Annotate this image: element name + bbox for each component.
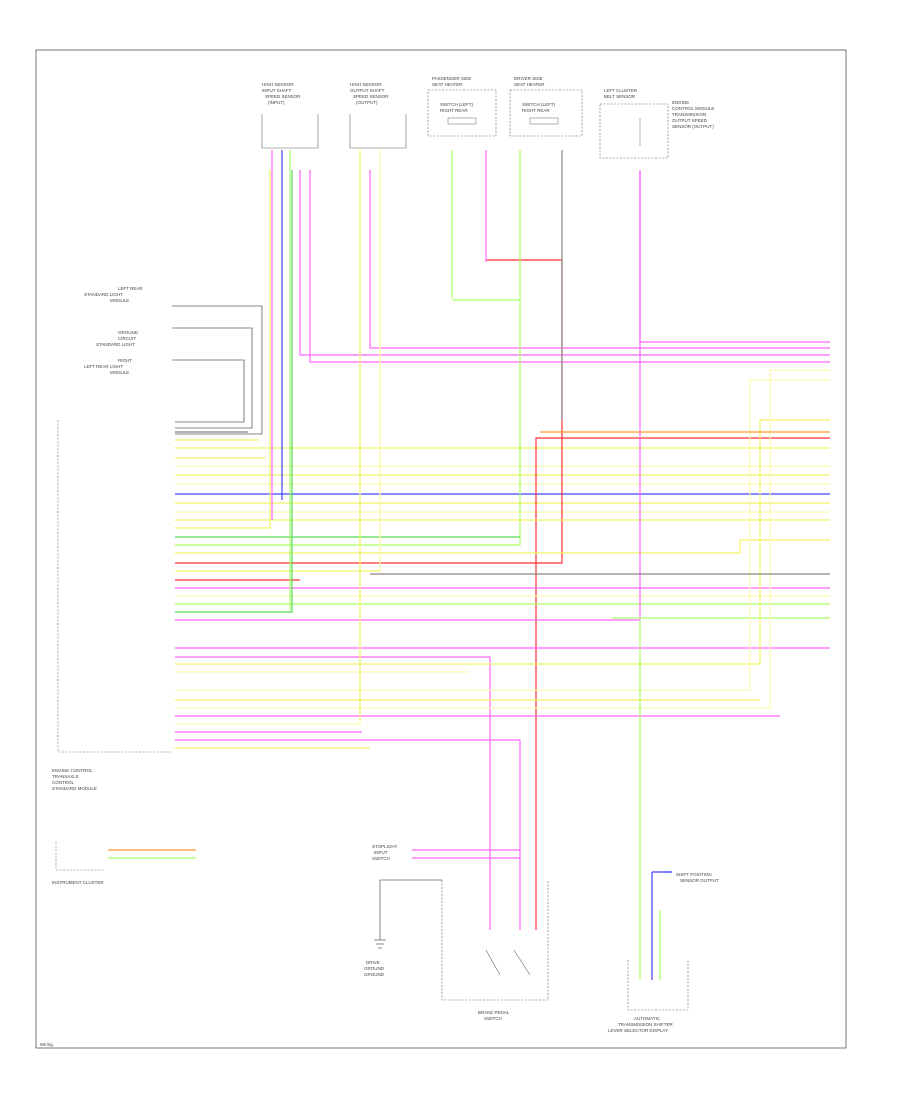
driver-seat-label-4: RIGHT REAR <box>522 108 550 113</box>
left-label-1c: MODULE <box>110 298 129 303</box>
input-sensor-label-4: (INPUT) <box>268 100 285 105</box>
pass-seat-label-3: SWITCH (LEFT) <box>440 102 473 107</box>
output-sensor-label-3: SPEED SENSOR <box>353 94 389 99</box>
top-component-input-sensor: HIGH SENSOR INPUT SHAFT SPEED SENSOR (IN… <box>261 82 319 149</box>
stoplight-label-2: INPUT <box>374 850 388 855</box>
ground-label-1: DRIVE <box>366 960 380 965</box>
brake-label-2: SWITCH <box>484 1016 502 1021</box>
pass-seat-label-2: SEAT HEATER <box>432 82 463 87</box>
left-label-1a: LEFT REAR <box>118 286 143 291</box>
stoplight-connector: STOPLIGHT INPUT SWITCH <box>372 844 520 861</box>
shifter-label-1: AUTOMATIC <box>634 1016 661 1021</box>
transmission-shifter: SHIFT POSITION SENSOR OUTPUT AUTOMATIC T… <box>608 620 719 1033</box>
left-label-1b: STANDARD LIGHT <box>84 292 123 297</box>
top-component-left-belt-sensor: LEFT CLUSTER BELT SENSOR ENGINE CONTROL … <box>599 88 714 159</box>
left-gray-wires <box>172 305 263 435</box>
left-label-3c: MODULE <box>110 370 129 375</box>
shifter-box <box>627 960 689 1011</box>
belt-sensor-box <box>599 103 669 159</box>
input-sensor-label-3: SPEED SENSOR <box>265 94 301 99</box>
instrument-cluster: INSTRUMENT CLUSTER <box>52 842 196 885</box>
shift-sensor-label-1: SHIFT POSITION <box>676 872 712 877</box>
left-label-3a: RIGHT <box>118 358 132 363</box>
top-component-output-sensor: HIGH SENSOR OUTPUT SHAFT SPEED SENSOR (O… <box>349 82 407 149</box>
sensor-vertical-wires <box>271 150 563 720</box>
input-sensor-label-2: INPUT SHAFT <box>262 88 292 93</box>
side-note-line-1: ENGINE <box>672 100 689 105</box>
left-label-2c: STANDARD LIGHT <box>96 342 135 347</box>
shifter-label-2: TRANSMISSION SHIFTER <box>618 1022 674 1027</box>
left-label-2a: GROUND <box>118 330 139 335</box>
ground-label-3: GROUND <box>364 972 385 977</box>
left-label-2b: CIRCUIT <box>118 336 136 341</box>
ground-label-2: GROUND <box>364 966 385 971</box>
ecm-label: ENGINE CONTROL TRANSAXLE CONTROL STANDAR… <box>52 768 97 791</box>
left-label-group: LEFT REAR STANDARD LIGHT MODULE GROUND C… <box>84 286 143 375</box>
pass-seat-label-1: PASSENGER SIDE <box>432 76 471 81</box>
top-component-passenger-seat-switch: PASSENGER SIDE SEAT HEATER SWITCH (LEFT)… <box>427 76 497 137</box>
side-note-line-5: SENSOR (OUTPUT) <box>672 124 714 129</box>
ecm-pin-rows <box>62 426 172 750</box>
ecm-label-2: TRANSAXLE <box>52 774 79 779</box>
pass-seat-label-4: RIGHT REAR <box>440 108 468 113</box>
side-note-line-2: CONTROL MODULE <box>672 106 714 111</box>
belt-sensor-label-2: BELT SENSOR <box>604 94 636 99</box>
shift-sensor-label-2: SENSOR OUTPUT <box>680 878 719 883</box>
brake-switch-contacts <box>485 949 531 976</box>
instrument-boundary <box>55 842 104 871</box>
output-sensor-bracket <box>349 114 407 149</box>
pass-seat-inner <box>447 117 477 125</box>
pass-seat-box <box>427 89 497 137</box>
driver-seat-inner <box>529 117 559 125</box>
left-label-3b: LEFT REAR LIGHT <box>84 364 123 369</box>
diagram-frame <box>35 49 847 1049</box>
side-note-line-3: TRANSMISSION <box>672 112 706 117</box>
top-component-driver-seat-switch: DRIVER SIDE SEAT HEATER SWITCH (LEFT) RI… <box>509 76 583 137</box>
input-sensor-label-1: HIGH SENSOR <box>262 82 294 87</box>
side-note-line-4: OUTPUT SPEED <box>672 118 708 123</box>
brake-box <box>441 880 549 1001</box>
stoplight-label-1: STOPLIGHT <box>372 844 398 849</box>
driver-seat-label-1: DRIVER SIDE <box>514 76 543 81</box>
ground-wire <box>379 879 442 940</box>
ecm-boundary <box>57 420 172 753</box>
ground-symbol-group: DRIVE GROUND GROUND <box>364 879 442 977</box>
output-sensor-label-1: HIGH SENSOR <box>350 82 382 87</box>
brake-label-1: BRAKE PEDAL <box>478 1010 510 1015</box>
brake-pedal-switch: BRAKE PEDAL SWITCH <box>441 740 549 1021</box>
shifter-label-3: LEVER SELECTOR DISPLAY <box>608 1028 668 1033</box>
stoplight-label-3: SWITCH <box>372 856 390 861</box>
ground-icon <box>374 939 386 949</box>
driver-seat-box <box>509 89 583 137</box>
driver-seat-label-3: SWITCH (LEFT) <box>522 102 555 107</box>
ecm-label-1: ENGINE CONTROL <box>52 768 93 773</box>
belt-sensor-label-1: LEFT CLUSTER <box>604 88 638 93</box>
driver-seat-label-2: SEAT HEATER <box>514 82 545 87</box>
footer-tag: Wiring <box>40 1042 53 1047</box>
output-sensor-label-4: (OUTPUT) <box>356 100 378 105</box>
instrument-cluster-label: INSTRUMENT CLUSTER <box>52 880 104 885</box>
ecm-label-4: STANDARD MODULE <box>52 786 97 791</box>
ecm-label-3: CONTROL <box>52 780 74 785</box>
horizontal-wires <box>175 170 830 780</box>
output-sensor-label-2: OUTPUT SHAFT <box>350 88 385 93</box>
input-sensor-bracket <box>261 114 319 149</box>
